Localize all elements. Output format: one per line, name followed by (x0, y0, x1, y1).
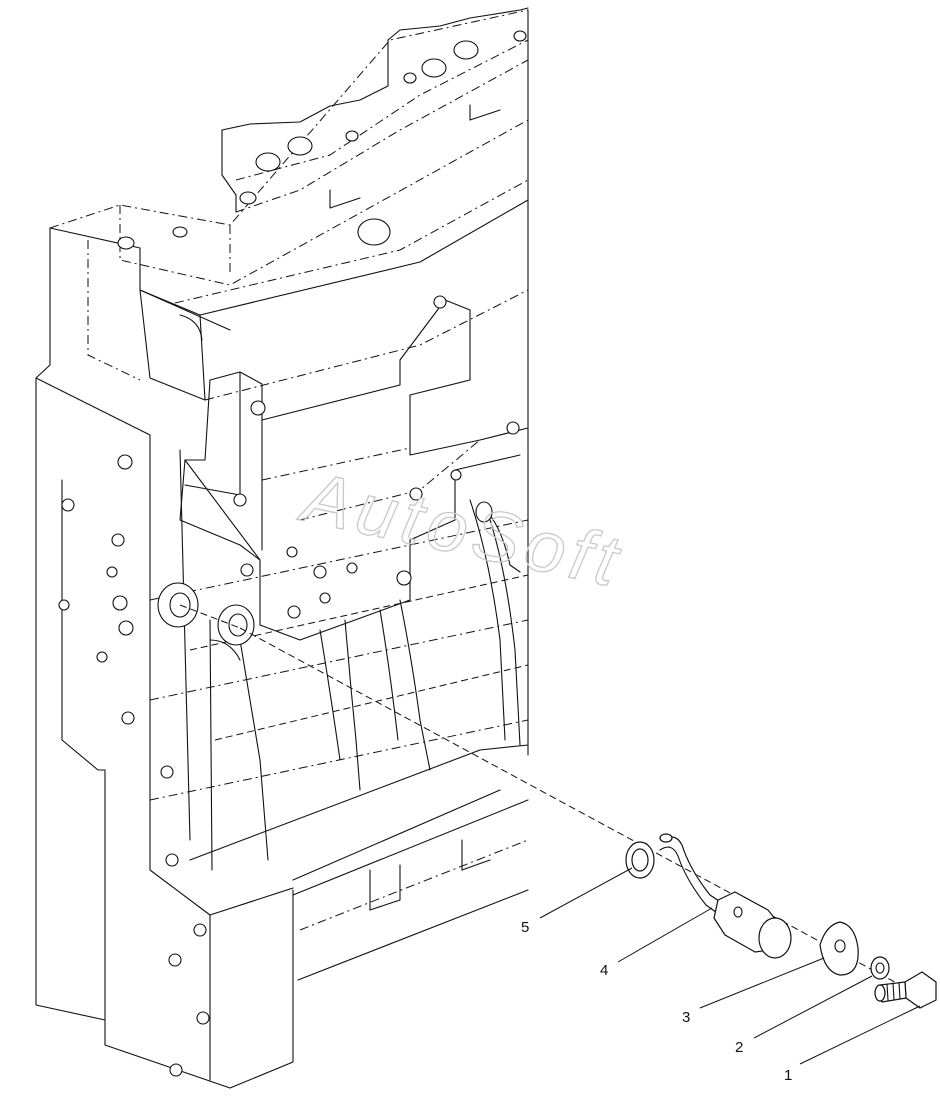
assembly-centerline (239, 627, 929, 1001)
block-bolt-holes (117, 30, 527, 250)
callout-label-4: 4 (600, 962, 608, 979)
callout-1: 1 (784, 1005, 921, 1084)
part-2-washer (870, 956, 890, 980)
block-side-holes (58, 454, 210, 1077)
callout-3: 3 (682, 957, 825, 1026)
callout-label-3: 3 (682, 1009, 690, 1026)
part-4-oil-tube (659, 833, 792, 959)
watermark-text: AutoSoft (293, 457, 631, 603)
part-1-bolt (874, 971, 937, 1009)
callout-label-1: 1 (784, 1067, 792, 1084)
engine-block (35, 7, 529, 1089)
callout-2: 2 (735, 975, 873, 1056)
callout-4: 4 (600, 907, 713, 979)
part-3-gasket (819, 921, 859, 976)
part-5-seal-ring (625, 841, 655, 879)
oil-port (157, 501, 521, 646)
callout-label-2: 2 (735, 1039, 743, 1056)
callout-5: 5 (521, 867, 633, 936)
callout-label-5: 5 (521, 919, 529, 936)
mounting-pad (179, 295, 529, 641)
